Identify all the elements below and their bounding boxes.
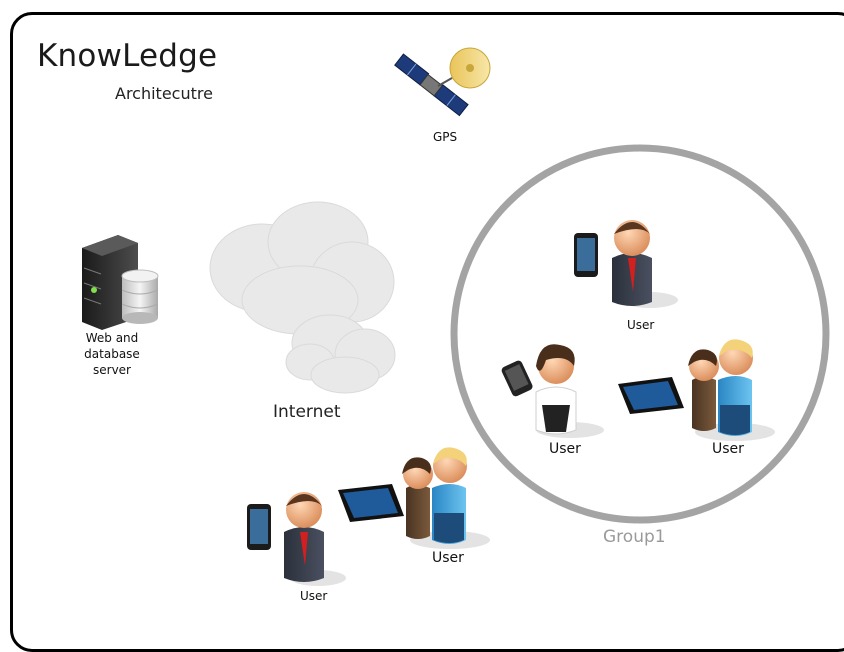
person-icon: [612, 220, 678, 308]
person-icon: [284, 492, 346, 586]
group1-boundary: [450, 144, 830, 524]
server-label-line-1: Web and: [85, 331, 139, 345]
smartphone-icon: [247, 504, 271, 550]
user-label: User: [300, 589, 328, 603]
group1-label: Group1: [603, 527, 666, 547]
gps-label: GPS: [433, 130, 458, 144]
person-icon: [688, 339, 775, 441]
smartphone-icon: [574, 233, 598, 277]
person-icon: [402, 447, 490, 549]
diagram-subtitle: Architecutre: [115, 84, 213, 103]
cloud-icon: [209, 201, 396, 394]
tablet-icon: [338, 484, 404, 522]
diagram-title: KnowLedge: [37, 38, 218, 74]
server-label-line-3: server: [93, 363, 131, 377]
server-label: Web and database server: [84, 330, 140, 378]
user-label: User: [549, 441, 581, 457]
user-label: User: [432, 550, 464, 566]
diagram-canvas: [82, 47, 830, 586]
server-label-line-2: database: [84, 347, 140, 361]
satellite-icon: [394, 47, 491, 117]
tablet-icon: [618, 377, 684, 414]
person-icon: [535, 344, 604, 438]
smartphone-icon: [501, 360, 533, 397]
user-label: User: [627, 318, 655, 332]
database-icon: [121, 269, 159, 324]
internet-label: Internet: [273, 402, 341, 422]
user-label: User: [712, 441, 744, 457]
